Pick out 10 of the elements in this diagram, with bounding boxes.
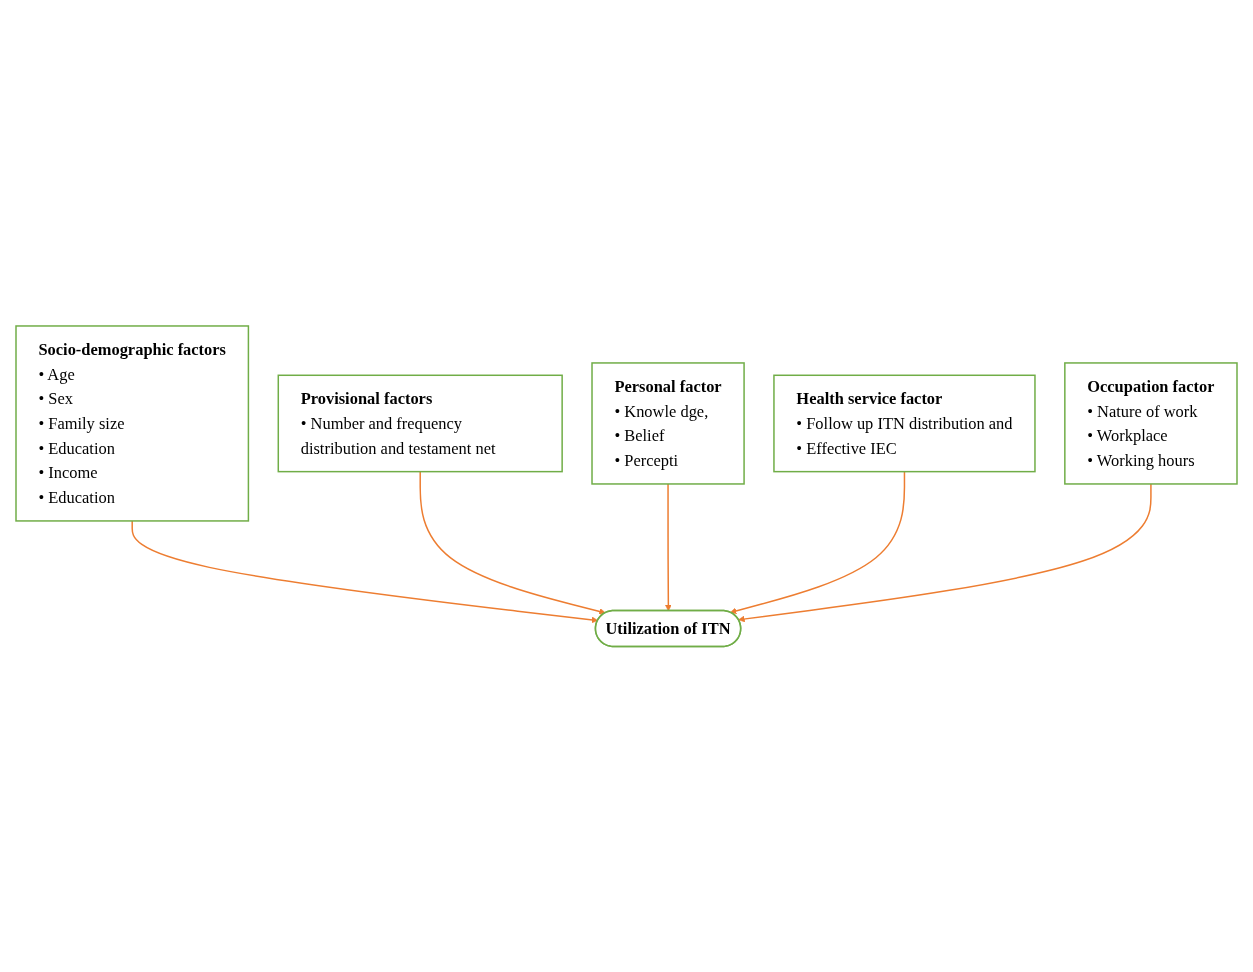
- node-box: Health service factor • Follow up ITN distribution and • Effective IEC: [773, 374, 1036, 473]
- arrow: [419, 470, 606, 615]
- arrow: [665, 483, 672, 612]
- node-box: Occupation factor • Nature of work • Workplace • Working hours: [1064, 362, 1238, 485]
- node-box: Socio-demographic factors • Age • Sex • Family size • Education • Income • Education: [15, 325, 250, 522]
- arrow: [730, 470, 906, 614]
- arrow: [738, 483, 1152, 623]
- node-box: Personal factor • Knowle dge, • Belief • Percepti: [591, 362, 745, 485]
- node-box: Provisional factors • Number and frequency distribution and testament net: [277, 374, 563, 473]
- arrow: [131, 520, 599, 623]
